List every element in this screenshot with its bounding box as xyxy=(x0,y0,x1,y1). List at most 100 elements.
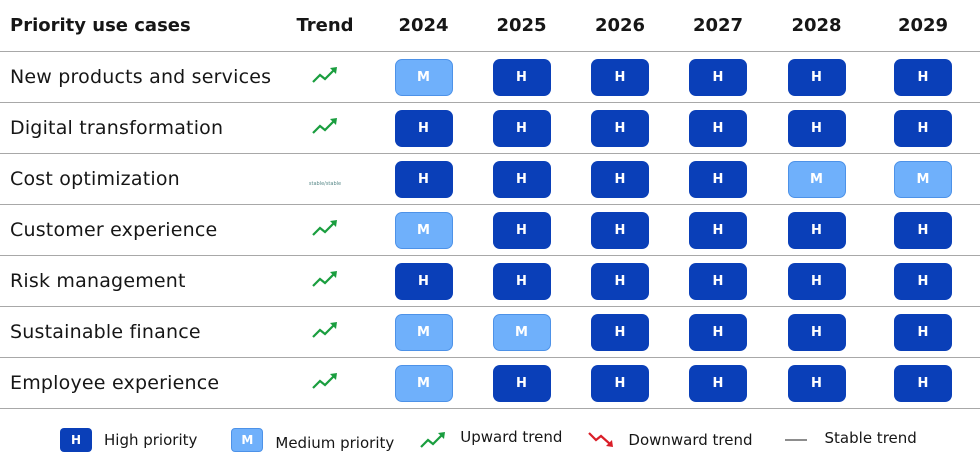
priority-cell: H xyxy=(472,357,571,409)
high-priority-badge: H xyxy=(894,313,952,351)
medium-priority-badge: M xyxy=(394,313,453,351)
priority-cell: M xyxy=(375,306,472,358)
priority-cell: H xyxy=(571,102,669,154)
usecase-name: Cost optimization xyxy=(0,153,275,205)
priority-cell: H xyxy=(866,204,980,256)
high-priority-badge: H xyxy=(689,364,747,402)
high-priority-badge: H xyxy=(894,58,952,96)
high-priority-badge: H xyxy=(591,109,649,147)
priority-cell: H xyxy=(669,153,767,205)
year-header-2026: 2026 xyxy=(594,15,646,36)
priority-cell: H xyxy=(866,102,980,154)
legend-upward-label: Upward trend xyxy=(460,428,563,446)
trend-cell xyxy=(275,306,375,358)
priority-cell: H xyxy=(472,255,571,307)
year-header-2028: 2028 xyxy=(791,15,842,36)
priority-cell: H xyxy=(571,306,669,358)
high-priority-badge: H xyxy=(689,262,747,300)
priority-cell: H xyxy=(571,357,669,409)
medium-priority-badge: M xyxy=(394,211,453,249)
priority-cell: M xyxy=(866,153,980,205)
high-priority-badge: H xyxy=(787,58,846,96)
trend-cell: stable/stable xyxy=(275,153,375,205)
medium-priority-badge: M xyxy=(787,160,846,198)
legend-medium-badge: M xyxy=(231,428,264,452)
high-priority-badge: H xyxy=(394,262,453,300)
priority-cell: H xyxy=(472,204,571,256)
high-priority-badge: H xyxy=(787,313,846,351)
trend-column-header: Trend xyxy=(296,15,354,36)
priority-cell: H xyxy=(767,102,866,154)
trend-cell xyxy=(275,51,375,103)
high-priority-badge: H xyxy=(591,160,649,198)
priority-cell: H xyxy=(767,357,866,409)
priority-cell: H xyxy=(669,306,767,358)
trend-cell xyxy=(275,204,375,256)
high-priority-badge: H xyxy=(492,109,551,147)
usecase-name: Digital transformation xyxy=(0,102,275,154)
high-priority-badge: H xyxy=(689,58,747,96)
priority-cell: H xyxy=(866,357,980,409)
high-priority-badge: H xyxy=(689,160,747,198)
priority-cell: H xyxy=(375,153,472,205)
priority-cell: M xyxy=(375,204,472,256)
high-priority-badge: H xyxy=(591,58,649,96)
year-header-2029: 2029 xyxy=(897,15,949,36)
priority-cell: H xyxy=(669,102,767,154)
priority-cell: H xyxy=(767,204,866,256)
high-priority-badge: H xyxy=(689,109,747,147)
priority-cell: H xyxy=(866,306,980,358)
high-priority-badge: H xyxy=(894,262,952,300)
priority-cell: H xyxy=(866,51,980,103)
usecase-name: Employee experience xyxy=(0,357,275,409)
priority-cell: H xyxy=(375,102,472,154)
high-priority-badge: H xyxy=(394,160,453,198)
legend-high-label: High priority xyxy=(104,431,198,449)
priority-cell: H xyxy=(669,357,767,409)
high-priority-badge: H xyxy=(894,109,952,147)
priority-cell: H xyxy=(571,153,669,205)
priority-cell: H xyxy=(767,51,866,103)
legend-upward: Upward trend xyxy=(418,428,563,450)
usecase-column-header: Priority use cases xyxy=(10,15,191,36)
legend-medium-label: Medium priority xyxy=(275,434,395,452)
high-priority-badge: H xyxy=(591,211,649,249)
priority-cell: M xyxy=(767,153,866,205)
priority-cell: H xyxy=(472,153,571,205)
priority-cell: H xyxy=(571,204,669,256)
trend-cell xyxy=(275,102,375,154)
high-priority-badge: H xyxy=(492,364,551,402)
upward-trend-icon xyxy=(310,320,340,340)
table-row: Digital transformation H H H H H H xyxy=(0,102,980,154)
high-priority-badge: H xyxy=(787,262,846,300)
high-priority-badge: H xyxy=(787,364,846,402)
legend-medium: M Medium priority xyxy=(231,428,394,452)
legend-stable-label: Stable trend xyxy=(824,429,917,447)
high-priority-badge: H xyxy=(787,211,846,249)
priority-table: Priority use cases Trend 2024 2025 2026 … xyxy=(0,15,980,409)
medium-priority-badge: M xyxy=(492,313,551,351)
upward-trend-icon xyxy=(310,116,340,136)
priority-cell: H xyxy=(472,102,571,154)
upward-trend-icon xyxy=(418,430,448,450)
high-priority-badge: H xyxy=(591,313,649,351)
year-header-2024: 2024 xyxy=(398,15,449,36)
usecase-name: New products and services xyxy=(0,51,275,103)
trend-cell xyxy=(275,357,375,409)
high-priority-badge: H xyxy=(492,211,551,249)
upward-trend-icon xyxy=(310,65,340,85)
high-priority-badge: H xyxy=(689,211,747,249)
priority-cell: H xyxy=(669,255,767,307)
high-priority-badge: H xyxy=(787,109,846,147)
high-priority-badge: H xyxy=(894,364,952,402)
high-priority-badge: H xyxy=(394,109,453,147)
priority-cell: H xyxy=(669,51,767,103)
stable-trend-icon xyxy=(784,439,807,441)
medium-priority-badge: M xyxy=(894,160,952,198)
legend-downward: Downward trend xyxy=(586,430,753,450)
